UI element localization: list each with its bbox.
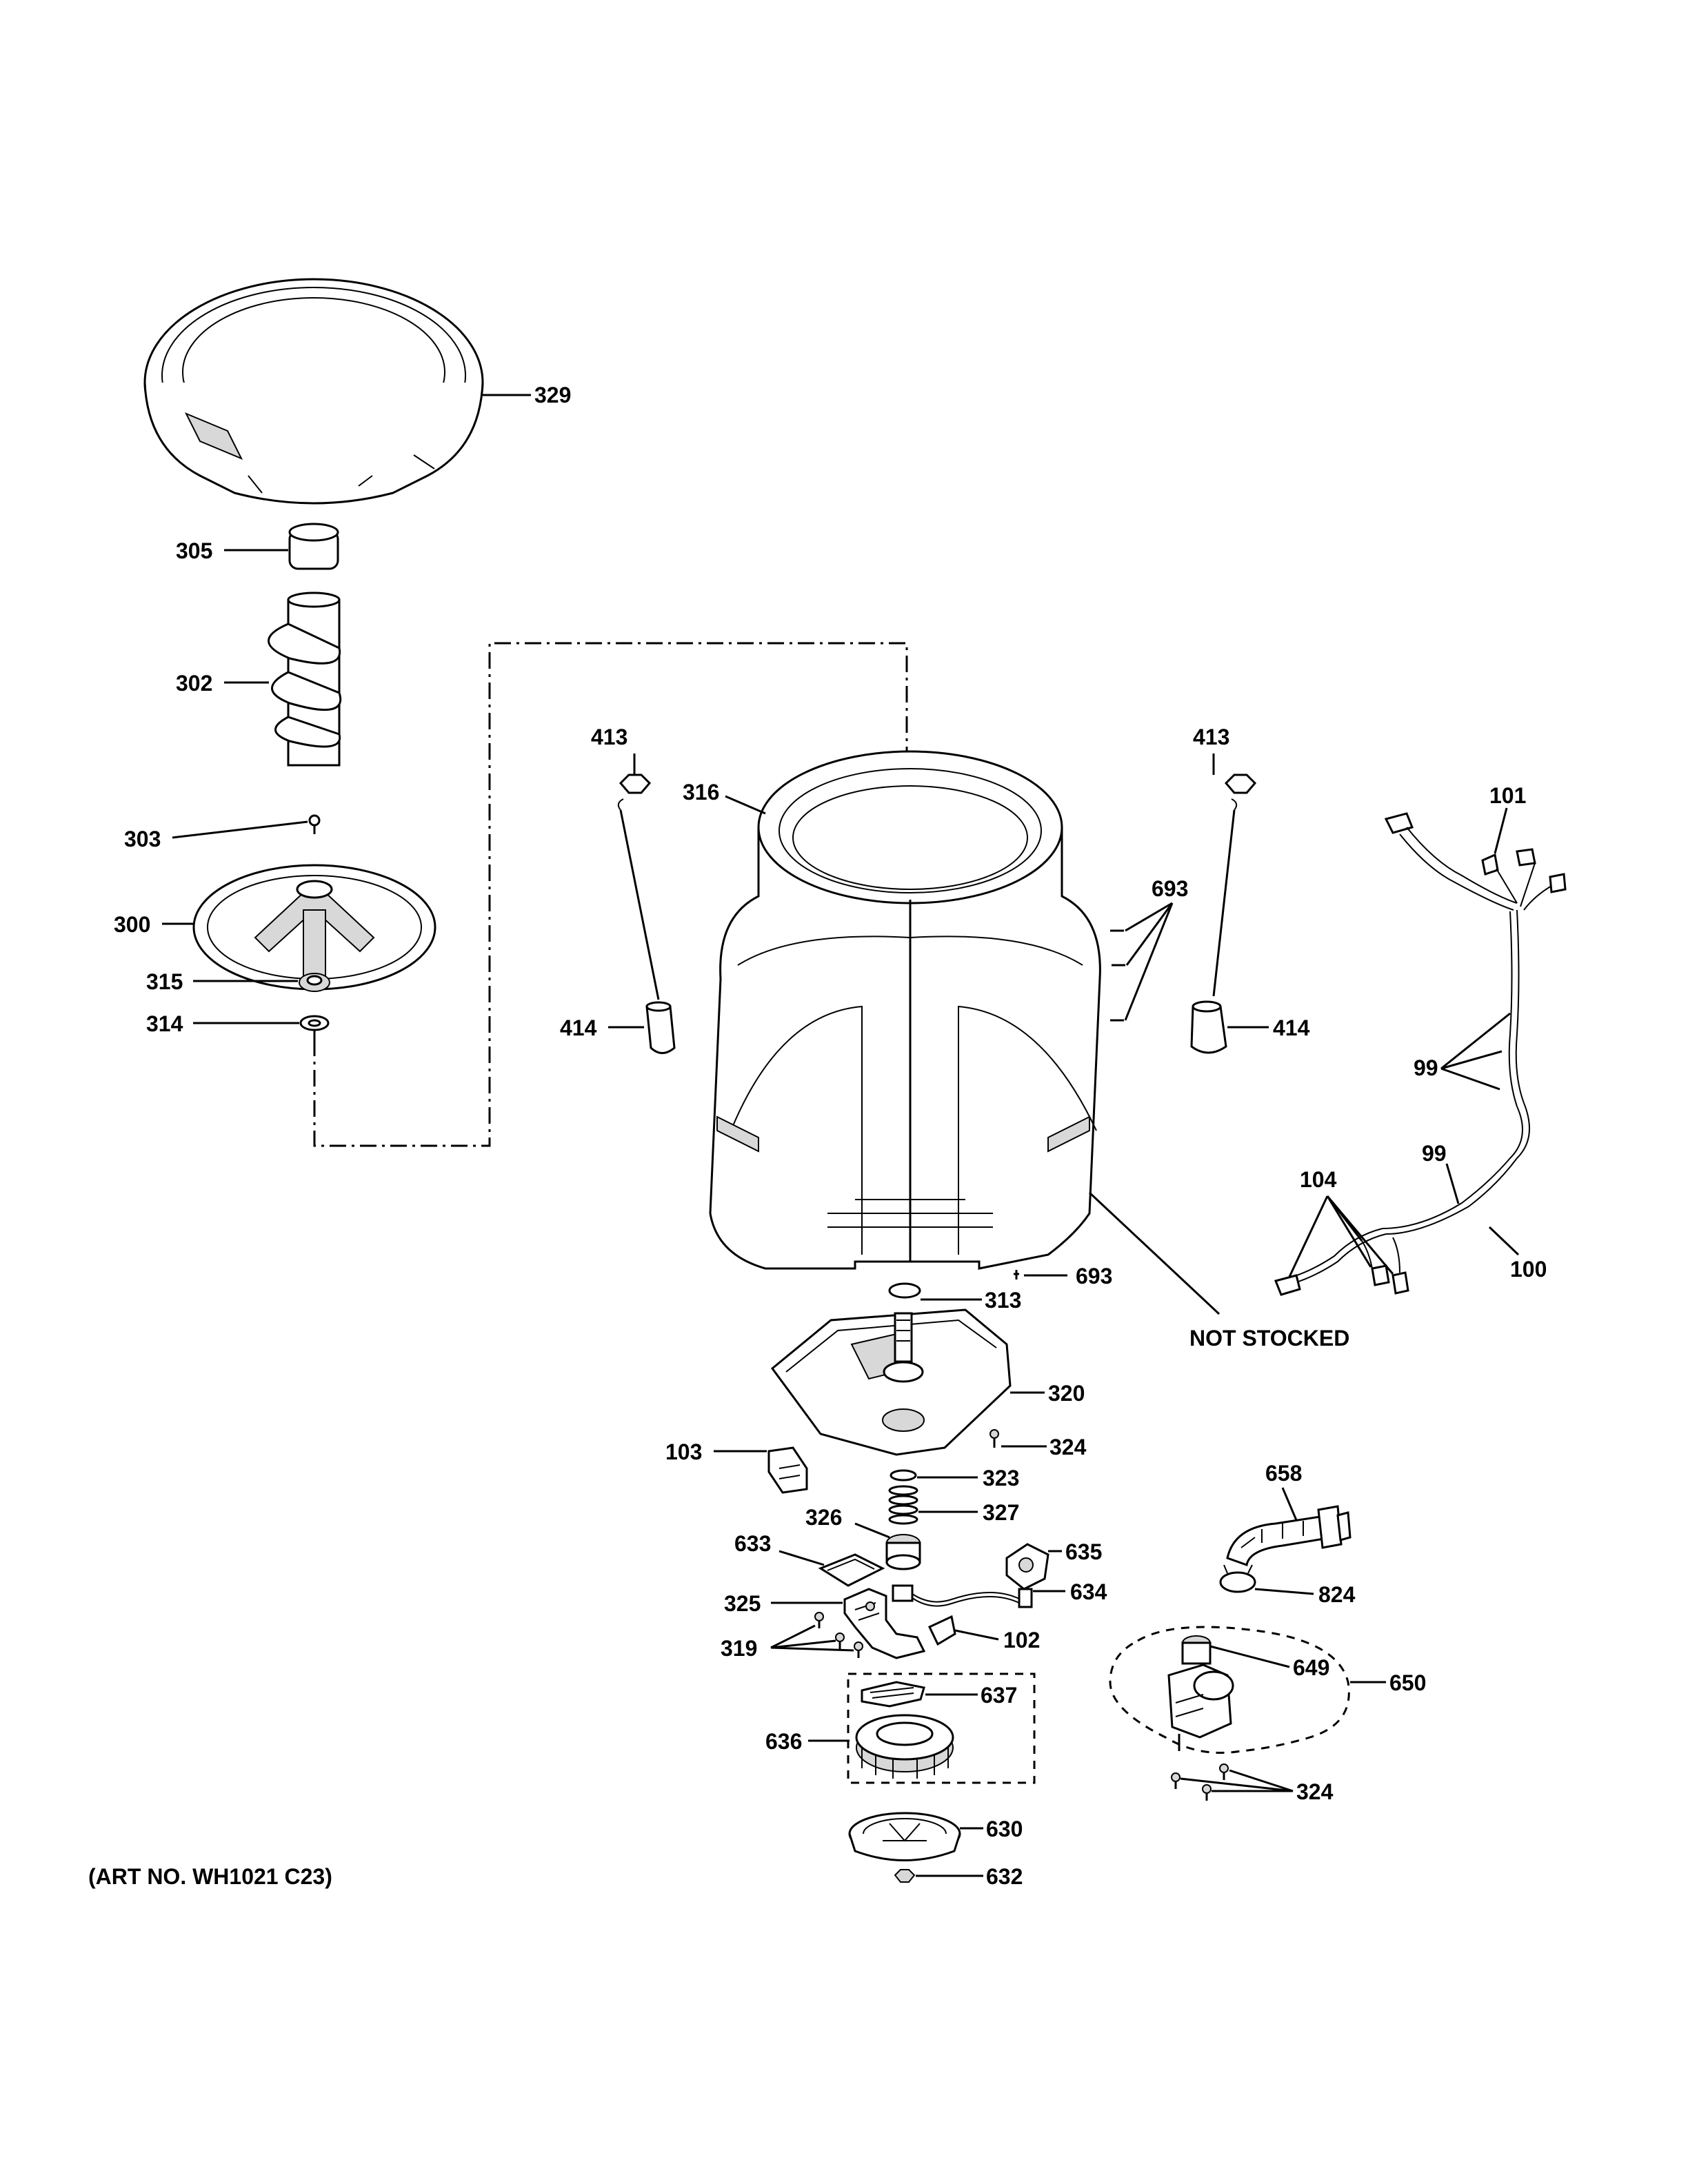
callout-413-right: 413 (1193, 725, 1229, 749)
callout-99-upper: 99 (1414, 1055, 1438, 1080)
callout-693-top: 693 (1152, 876, 1188, 901)
clip-102 (927, 1615, 956, 1646)
impeller-washer (299, 1015, 330, 1031)
tub-screws (1110, 929, 1125, 1022)
art-number: (ART NO. WH1021 C23) (88, 1864, 332, 1889)
switch-635 (1005, 1543, 1049, 1590)
callout-99-lower: 99 (1422, 1141, 1447, 1166)
rotor-630 (848, 1812, 961, 1861)
callout-636: 636 (765, 1729, 802, 1754)
callout-300: 300 (114, 912, 150, 937)
callout-303: 303 (124, 827, 161, 851)
callout-323: 323 (983, 1466, 1019, 1490)
suspension-rod-left (617, 774, 676, 1054)
callout-650: 650 (1389, 1670, 1426, 1695)
callout-632: 632 (986, 1864, 1023, 1889)
callout-634: 634 (1070, 1579, 1107, 1604)
bracket-103 (767, 1446, 808, 1494)
not-stocked-note: NOT STOCKED (1189, 1326, 1349, 1351)
impeller (192, 864, 436, 991)
callout-637: 637 (981, 1683, 1017, 1708)
callout-329: 329 (534, 383, 571, 407)
pump-screws (1171, 1763, 1229, 1801)
callout-314: 314 (146, 1011, 183, 1036)
pump-assembly-outline (1109, 1626, 1350, 1754)
rotor-nut-632 (894, 1869, 916, 1883)
callout-658: 658 (1265, 1461, 1302, 1486)
tub-cover-ring (143, 278, 484, 505)
tub-bottom-screw (1014, 1270, 1019, 1280)
callout-324-lower: 324 (1296, 1779, 1334, 1804)
callout-630: 630 (986, 1817, 1023, 1841)
callout-305: 305 (176, 538, 212, 563)
callout-302: 302 (176, 671, 212, 696)
spring-327 (888, 1485, 918, 1525)
callout-414-right: 414 (1273, 1015, 1310, 1040)
drain-hose-658 (1226, 1505, 1352, 1567)
callout-326: 326 (805, 1505, 842, 1530)
o-ring-323 (890, 1469, 917, 1482)
callout-100: 100 (1510, 1257, 1547, 1282)
callout-104: 104 (1300, 1167, 1337, 1192)
callout-103: 103 (665, 1439, 702, 1464)
callout-414-left: 414 (560, 1015, 597, 1040)
callout-633: 633 (734, 1531, 771, 1556)
wash-tub (709, 750, 1101, 1270)
callout-315: 315 (146, 969, 183, 994)
callout-413-left: 413 (591, 725, 627, 749)
callout-101: 101 (1489, 783, 1526, 808)
impeller-nut (299, 973, 330, 992)
impeller-screw (308, 814, 321, 834)
callout-824: 824 (1318, 1582, 1356, 1607)
assembly-dash-dot-line (313, 642, 908, 1147)
callout-693-bottom: 693 (1076, 1264, 1112, 1288)
callout-324-upper: 324 (1049, 1435, 1087, 1459)
stator-636 (855, 1714, 954, 1779)
callout-316: 316 (683, 780, 719, 805)
hose-clamp-824 (1219, 1564, 1256, 1593)
callout-649: 649 (1293, 1655, 1329, 1680)
callout-319: 319 (721, 1636, 757, 1661)
harness-634 (892, 1584, 1033, 1608)
sensor-637 (861, 1681, 925, 1708)
callout-313: 313 (985, 1288, 1021, 1313)
motor-assembly-box (847, 1672, 1036, 1784)
callout-320: 320 (1048, 1381, 1085, 1406)
drain-pump-649 (1167, 1635, 1234, 1751)
coupler-326 (885, 1534, 921, 1570)
wire-harness (1274, 812, 1567, 1296)
callout-325: 325 (724, 1591, 761, 1616)
callout-635: 635 (1065, 1539, 1102, 1564)
shifter-325 (843, 1588, 926, 1659)
base-screw (989, 1429, 999, 1448)
agitator-cap (288, 523, 339, 570)
callout-327: 327 (983, 1500, 1019, 1525)
auger (268, 592, 342, 767)
callout-102: 102 (1003, 1628, 1040, 1652)
tub-seal-ring (888, 1282, 921, 1299)
shifter-screws (814, 1612, 863, 1658)
base-mounting-plate (770, 1308, 1012, 1456)
suspension-rod-right (1190, 774, 1257, 1054)
plate-633 (818, 1553, 885, 1587)
